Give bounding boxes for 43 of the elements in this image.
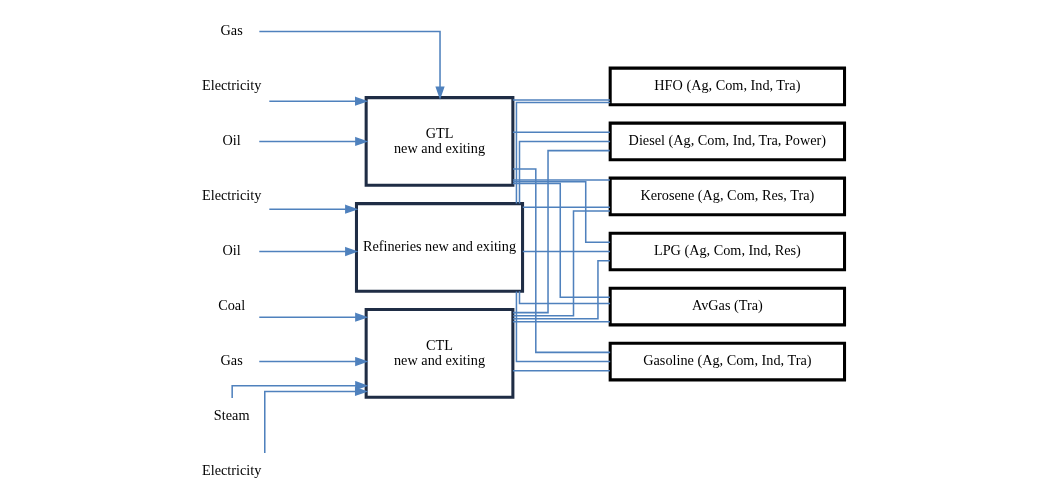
arrow: [264, 386, 369, 454]
arrow: [268, 96, 369, 106]
connector: [512, 98, 611, 101]
connector: [512, 182, 611, 298]
arrow: [268, 204, 359, 214]
node-box: CTL new and exiting: [364, 307, 515, 399]
connector: [522, 206, 611, 208]
node-box: Kerosene (Ag, Com, Res, Tra): [608, 176, 847, 216]
connector: [522, 250, 611, 252]
connector: [515, 101, 611, 204]
node-box: LPG (Ag, Com, Ind, Res): [608, 231, 847, 271]
connector: [518, 290, 611, 304]
connector: [512, 149, 611, 313]
node-text: Gas: [220, 351, 243, 368]
node-text: Oil: [222, 241, 241, 258]
connector: [512, 131, 611, 133]
node-text: Electricity: [201, 186, 262, 203]
arrow: [258, 136, 369, 146]
arrow: [258, 356, 369, 366]
node-box: GTL new and exiting: [364, 95, 515, 187]
node-text: Steam: [213, 406, 250, 423]
node-text: Electricity: [201, 76, 262, 93]
arrow: [258, 312, 369, 322]
connector: [515, 290, 611, 362]
arrow: [258, 30, 445, 100]
node-text: Coal: [218, 296, 246, 313]
node-box: HFO (Ag, Com, Ind, Tra): [608, 66, 847, 106]
connector: [512, 369, 611, 371]
connector: [512, 320, 611, 323]
arrow: [258, 246, 359, 256]
connector: [512, 167, 611, 353]
connector: [512, 180, 611, 243]
node-text: Electricity: [201, 461, 262, 478]
node-text: Gas: [220, 21, 243, 38]
node-box: AvGas (Tra): [608, 286, 847, 326]
node-box: Gasoline (Ag, Com, Ind, Tra): [608, 341, 847, 381]
connector: [512, 209, 611, 316]
connector: [512, 259, 611, 319]
node-box: Refineries new and exiting: [354, 201, 525, 293]
connector: [512, 178, 611, 181]
connector: [518, 140, 611, 204]
node-text: Oil: [222, 131, 241, 148]
node-box: Diesel (Ag, Com, Ind, Tra, Power): [608, 121, 847, 161]
